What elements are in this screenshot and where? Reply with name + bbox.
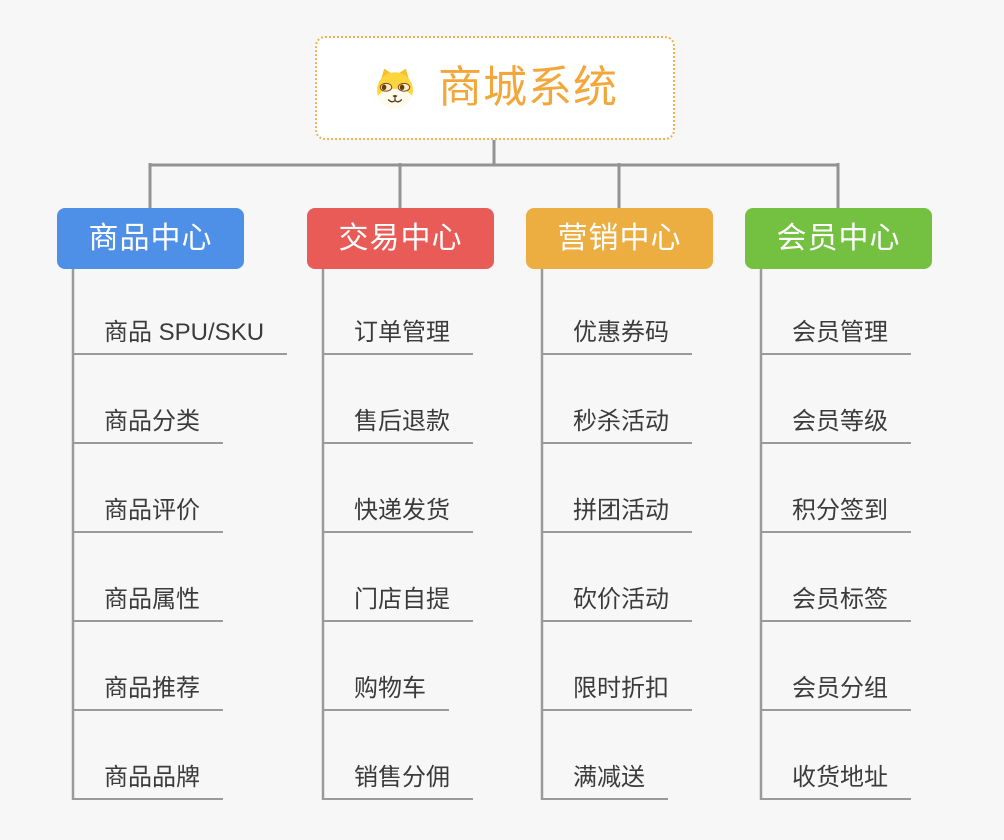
leaf-member-level[interactable]: 会员等级 (760, 396, 911, 444)
branch-node-product-center[interactable]: 商品中心 (57, 208, 244, 269)
branch-label: 会员中心 (776, 221, 901, 255)
leaf-points-checkin[interactable]: 积分签到 (760, 485, 911, 533)
leaf-product-brand[interactable]: 商品品牌 (72, 752, 223, 800)
branch-node-marketing-center[interactable]: 营销中心 (526, 208, 713, 269)
leaf-member-management[interactable]: 会员管理 (760, 307, 911, 355)
leaf-label: 商品属性 (104, 586, 200, 613)
children-member-center: 会员管理 会员等级 积分签到 会员标签 会员分组 收货地址 (760, 269, 1000, 809)
leaf-store-pickup[interactable]: 门店自提 (322, 574, 473, 622)
branch-label: 商品中心 (88, 221, 213, 255)
leaf-bargain-activity[interactable]: 砍价活动 (541, 574, 692, 622)
children-trade-center: 订单管理 售后退款 快递发货 门店自提 购物车 销售分佣 (322, 269, 562, 809)
leaf-sales-commission[interactable]: 销售分佣 (322, 752, 473, 800)
leaf-label: 销售分佣 (354, 764, 450, 791)
leaf-member-group[interactable]: 会员分组 (760, 663, 911, 711)
branch-node-trade-center[interactable]: 交易中心 (307, 208, 494, 269)
leaf-label: 购物车 (354, 675, 426, 702)
leaf-label: 砍价活动 (573, 586, 669, 613)
leaf-flash-sale[interactable]: 秒杀活动 (541, 396, 692, 444)
leaf-product-review[interactable]: 商品评价 (72, 485, 223, 533)
leaf-label: 商品评价 (104, 497, 200, 524)
leaf-product-category[interactable]: 商品分类 (72, 396, 223, 444)
leaf-order-management[interactable]: 订单管理 (322, 307, 473, 355)
leaf-label: 门店自提 (354, 586, 450, 613)
leaf-express-delivery[interactable]: 快递发货 (322, 485, 473, 533)
leaf-label: 秒杀活动 (573, 408, 669, 435)
leaf-label: 快递发货 (354, 497, 450, 524)
leaf-label: 商品品牌 (104, 764, 200, 791)
children-product-center: 商品 SPU/SKU 商品分类 商品评价 商品属性 商品推荐 商品品牌 (72, 269, 312, 809)
leaf-label: 会员管理 (792, 319, 888, 346)
root-title: 商城系统 (438, 63, 618, 112)
leaf-product-attribute[interactable]: 商品属性 (72, 574, 223, 622)
leaf-limited-time-discount[interactable]: 限时折扣 (541, 663, 692, 711)
branch-node-member-center[interactable]: 会员中心 (745, 208, 932, 269)
root-node[interactable]: 商城系统 (315, 36, 675, 140)
leaf-label: 优惠券码 (573, 319, 669, 346)
leaf-product-spu-sku[interactable]: 商品 SPU/SKU (72, 307, 288, 355)
leaf-label: 商品 SPU/SKU (104, 319, 265, 346)
leaf-shipping-address[interactable]: 收货地址 (760, 752, 911, 800)
leaf-member-tag[interactable]: 会员标签 (760, 574, 911, 622)
leaf-label: 收货地址 (792, 764, 888, 791)
leaf-label: 订单管理 (354, 319, 450, 346)
leaf-label: 拼团活动 (573, 497, 669, 524)
branch-label: 交易中心 (338, 221, 463, 255)
children-marketing-center: 优惠券码 秒杀活动 拼团活动 砍价活动 限时折扣 满减送 (541, 269, 781, 809)
leaf-label: 限时折扣 (573, 675, 669, 702)
leaf-label: 满减送 (573, 764, 645, 791)
leaf-product-recommend[interactable]: 商品推荐 (72, 663, 223, 711)
leaf-coupon-code[interactable]: 优惠券码 (541, 307, 692, 355)
leaf-label: 商品推荐 (104, 675, 200, 702)
doge-icon (372, 66, 418, 110)
branch-label: 营销中心 (557, 221, 682, 255)
leaf-label: 售后退款 (354, 408, 450, 435)
leaf-label: 商品分类 (104, 408, 200, 435)
leaf-label: 会员标签 (792, 586, 888, 613)
leaf-shopping-cart[interactable]: 购物车 (322, 663, 449, 711)
leaf-after-sales-refund[interactable]: 售后退款 (322, 396, 473, 444)
leaf-full-reduction[interactable]: 满减送 (541, 752, 668, 800)
leaf-label: 会员等级 (792, 408, 888, 435)
leaf-label: 会员分组 (792, 675, 888, 702)
leaf-group-buy[interactable]: 拼团活动 (541, 485, 692, 533)
leaf-label: 积分签到 (792, 497, 888, 524)
